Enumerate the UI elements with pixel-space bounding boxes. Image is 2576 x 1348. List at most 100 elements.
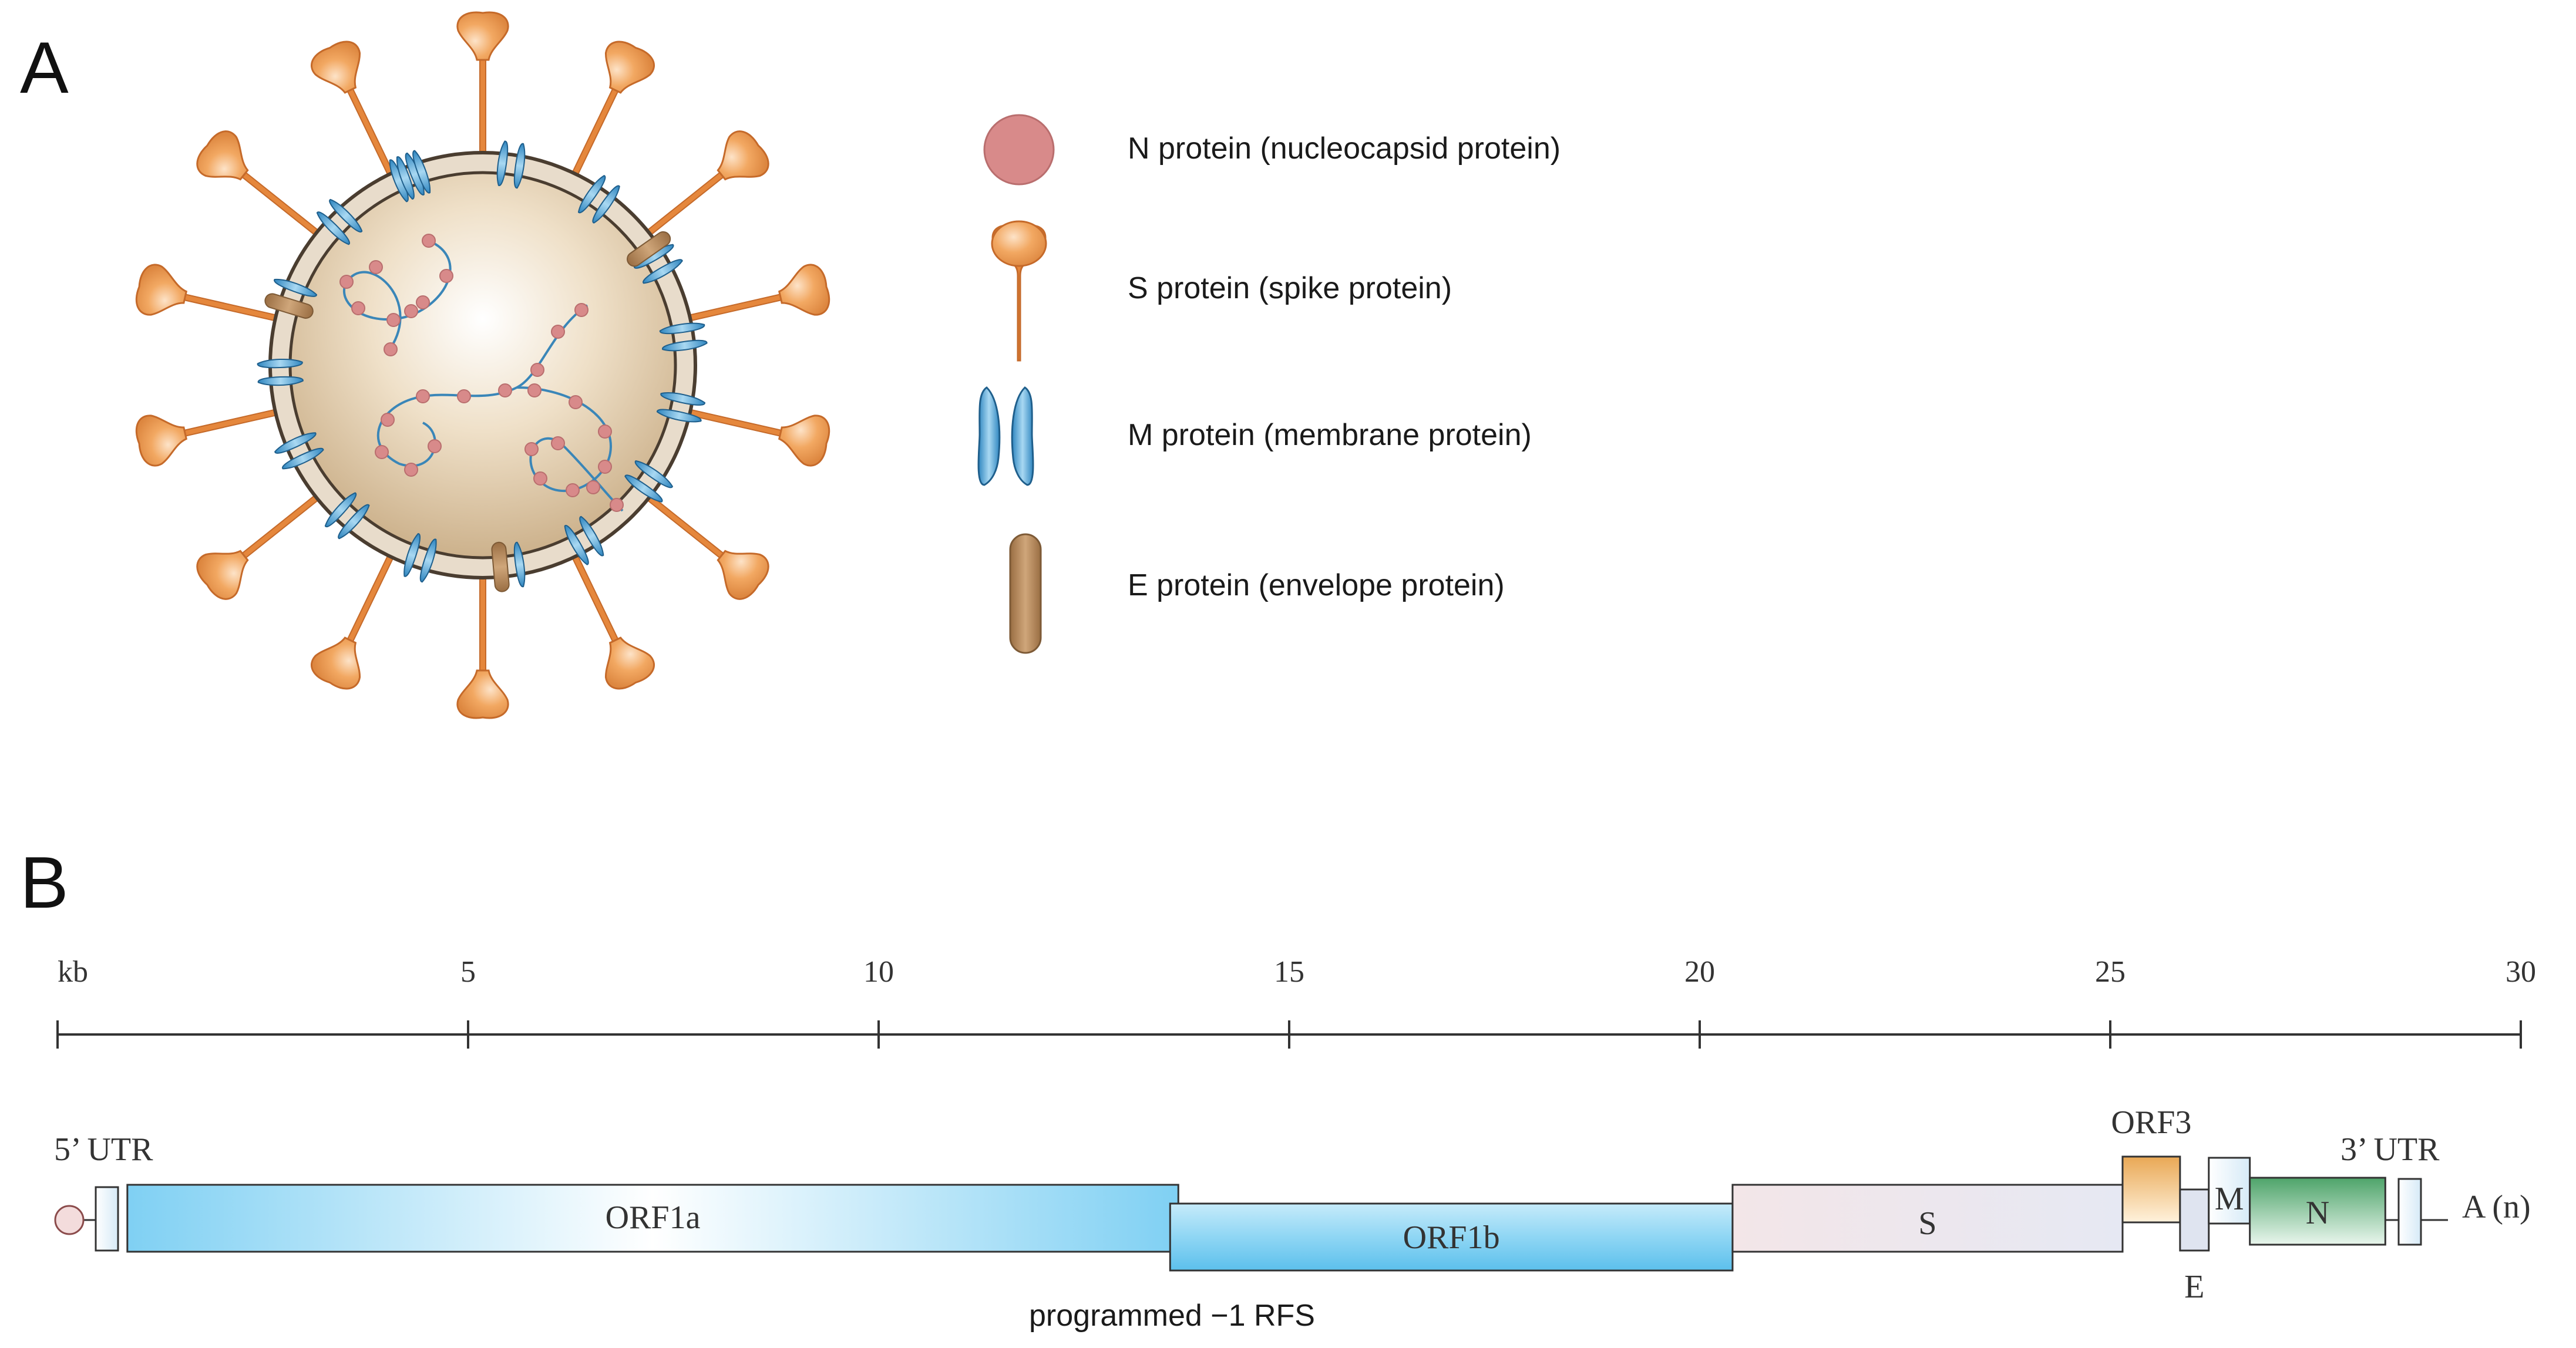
membrane-protein-icon bbox=[396, 150, 431, 200]
nucleocapsid-protein-icon bbox=[569, 395, 583, 409]
poly-a-tail-label: A (n) bbox=[2462, 1189, 2531, 1225]
membrane-protein-icon bbox=[659, 322, 708, 352]
axis-ticks: 5 10 15 20 25 30 bbox=[56, 955, 2536, 1049]
spike-protein-icon bbox=[311, 542, 400, 690]
spike-protein-icon bbox=[456, 11, 509, 166]
membrane-protein-icon bbox=[656, 392, 705, 423]
spike-protein-icon bbox=[636, 486, 769, 600]
nucleocapsid-protein-icon bbox=[416, 389, 430, 403]
five-prime-cap-icon bbox=[54, 1205, 85, 1235]
virion-illustration bbox=[135, 11, 830, 719]
gene-label-orf1b: ORF1b bbox=[1403, 1219, 1500, 1256]
membrane-protein-icon bbox=[564, 515, 604, 565]
axis-tick-label: 15 bbox=[1274, 955, 1304, 989]
e-protein-legend-icon bbox=[1009, 533, 1042, 654]
gene-label-e: E bbox=[2184, 1269, 2204, 1305]
nucleocapsid-proteins bbox=[339, 234, 624, 512]
nucleocapsid-protein-icon bbox=[551, 436, 565, 450]
membrane-protein-icon bbox=[274, 432, 324, 470]
five-prime-utr-label: 5’ UTR bbox=[54, 1131, 153, 1168]
spike-protein-icon bbox=[676, 406, 830, 467]
gene-label-n: N bbox=[2306, 1195, 2329, 1231]
envelope-proteins bbox=[264, 231, 671, 592]
nucleocapsid-protein-icon bbox=[527, 383, 542, 397]
m-protein-legend-icon bbox=[977, 386, 1034, 486]
genome-scale-axis: kb 5 10 15 20 25 30 bbox=[56, 955, 2536, 1049]
spike-protein-icon bbox=[196, 486, 329, 600]
nucleocapsid-protein-icon bbox=[381, 413, 395, 427]
gene-box-orf1a bbox=[126, 1184, 1179, 1253]
legend: N protein (nucleocapsid protein) S prote… bbox=[977, 114, 1561, 654]
nucleocapsid-protein-icon bbox=[386, 313, 401, 327]
nucleocapsid-protein-icon bbox=[457, 389, 471, 403]
spike-proteins bbox=[135, 11, 830, 719]
envelope-protein-icon bbox=[264, 293, 314, 319]
nucleocapsid-protein-icon bbox=[574, 303, 588, 317]
membrane-protein-icon bbox=[496, 140, 526, 189]
spike-protein-icon bbox=[636, 130, 769, 244]
gene-box-n bbox=[2249, 1177, 2386, 1246]
legend-e-label: E protein (envelope protein) bbox=[1128, 568, 1505, 602]
legend-n-label: N protein (nucleocapsid protein) bbox=[1128, 132, 1561, 166]
membrane-protein-icon bbox=[324, 492, 370, 540]
nucleocapsid-protein-icon bbox=[598, 460, 612, 474]
gene-box-e bbox=[2179, 1188, 2210, 1252]
membrane-protein-icon bbox=[403, 533, 437, 583]
gene-label-s: S bbox=[1918, 1205, 1936, 1242]
membrane-protein-icon bbox=[316, 198, 363, 245]
envelope-protein-icon bbox=[491, 541, 510, 592]
three-prime-utr-label: 3’ UTR bbox=[2340, 1131, 2440, 1168]
panel-a-label: A bbox=[20, 28, 69, 109]
nucleocapsid-protein-icon bbox=[498, 383, 512, 397]
programmed-rfs-label: programmed −1 RFS bbox=[1029, 1299, 1315, 1333]
axis-tick-label: 10 bbox=[863, 955, 894, 989]
nucleocapsid-protein-icon bbox=[551, 325, 565, 339]
membrane-protein-icon bbox=[577, 175, 620, 224]
gene-label-m: M bbox=[2215, 1181, 2244, 1217]
membrane-protein-icon bbox=[257, 358, 304, 386]
spike-protein-icon bbox=[135, 264, 290, 325]
spike-protein-icon bbox=[311, 41, 400, 188]
nucleocapsid-protein-icon bbox=[351, 301, 365, 315]
gene-box-m bbox=[2208, 1157, 2251, 1225]
nucleocapsid-protein-icon bbox=[524, 442, 539, 456]
nucleocapsid-protein-icon bbox=[586, 480, 600, 494]
gene-label-orf3: ORF3 bbox=[2111, 1104, 2191, 1141]
axis-unit-label: kb bbox=[58, 955, 88, 989]
three-prime-utr-box bbox=[2397, 1178, 2422, 1246]
nucleocapsid-protein-icon bbox=[369, 260, 383, 274]
nucleocapsid-protein-icon bbox=[439, 269, 453, 283]
nucleocapsid-protein-icon bbox=[375, 445, 389, 459]
panel-b-label: B bbox=[20, 842, 69, 924]
axis-tick-label: 30 bbox=[2506, 955, 2536, 989]
nucleocapsid-protein-icon bbox=[384, 342, 398, 356]
nucleocapsid-protein-icon bbox=[428, 439, 442, 453]
legend-s-label: S protein (spike protein) bbox=[1128, 271, 1452, 305]
nucleocapsid-protein-icon bbox=[404, 304, 418, 318]
spike-protein-icon bbox=[676, 264, 830, 325]
gene-box-orf3 bbox=[2121, 1155, 2181, 1224]
spike-protein-icon bbox=[196, 130, 329, 244]
nucleocapsid-protein-icon bbox=[533, 471, 547, 486]
five-prime-utr-box bbox=[95, 1186, 119, 1252]
axis-tick-label: 5 bbox=[460, 955, 476, 989]
nucleocapsid-protein-icon bbox=[339, 275, 354, 289]
spike-protein-icon bbox=[135, 406, 290, 467]
axis-tick-label: 25 bbox=[2095, 955, 2126, 989]
membrane-proteins bbox=[257, 140, 708, 590]
axis-tick-label: 20 bbox=[1684, 955, 1715, 989]
nucleocapsid-protein-icon bbox=[598, 424, 612, 439]
envelope-protein-icon bbox=[627, 231, 671, 267]
spike-protein-icon bbox=[456, 564, 509, 719]
nucleocapsid-protein-icon bbox=[530, 363, 544, 377]
gene-box-orf1b bbox=[1169, 1202, 1734, 1272]
nucleocapsid-protein-icon bbox=[566, 483, 580, 497]
nucleocapsid-protein-icon bbox=[422, 234, 436, 248]
nucleocapsid-protein-icon bbox=[416, 295, 430, 309]
n-protein-legend-icon bbox=[983, 114, 1055, 186]
s-protein-legend-icon bbox=[991, 220, 1047, 362]
membrane-protein-icon bbox=[624, 460, 673, 503]
